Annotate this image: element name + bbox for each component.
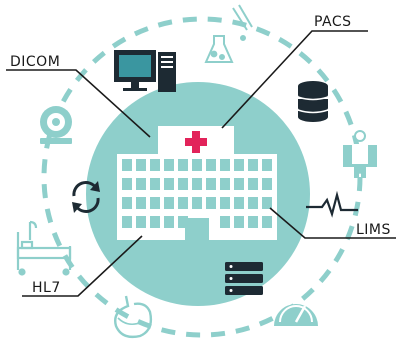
hospital-window: [248, 159, 258, 171]
hospital-window: [178, 159, 188, 171]
hospital-window: [150, 178, 160, 190]
pacs-label: PACS: [314, 14, 352, 30]
ecg-pulse-icon: [306, 190, 358, 218]
hospital-window: [122, 178, 132, 190]
hospital-window: [178, 216, 188, 228]
hl7-label: HL7: [32, 280, 61, 296]
hospital-window: [206, 197, 216, 209]
hospital-window: [164, 178, 174, 190]
hospital-window: [122, 216, 132, 228]
hospital-window: [178, 178, 188, 190]
pacs-leader-line: [221, 30, 368, 129]
hospital-window: [220, 216, 230, 228]
hl7-leader-line: [22, 235, 143, 297]
lims-label: LIMS: [356, 222, 391, 238]
hospital-window: [234, 197, 244, 209]
sync-icon: [72, 181, 100, 213]
hospital-window: [206, 178, 216, 190]
hospital-window: [234, 216, 244, 228]
scanner-icon: [40, 106, 72, 144]
hospital-window: [150, 216, 160, 228]
hospital-window: [220, 197, 230, 209]
hospital-building: [117, 126, 277, 240]
gauge-icon: [274, 304, 318, 326]
hospital-window: [192, 159, 202, 171]
red-cross-icon: [185, 131, 207, 153]
hospital-window: [136, 178, 146, 190]
hospital-window: [220, 159, 230, 171]
hospital-window: [248, 216, 258, 228]
lab-flask-icon: [204, 4, 253, 63]
hospital-window: [262, 216, 272, 228]
hospital-window: [220, 178, 230, 190]
hospital-window: [234, 178, 244, 190]
hospital-window: [150, 197, 160, 209]
hospital-window: [136, 216, 146, 228]
hospital-window: [248, 197, 258, 209]
hospital-window: [262, 159, 272, 171]
hospital-window: [164, 159, 174, 171]
database-icon: [297, 81, 329, 122]
hospital-window: [262, 197, 272, 209]
window-grid: [122, 159, 272, 228]
hospital-window: [262, 178, 272, 190]
hospital-window: [136, 197, 146, 209]
hospital-window: [192, 197, 202, 209]
hospital-bed-icon: [16, 220, 72, 276]
server-rack-icon: [225, 262, 263, 295]
hospital-window: [164, 197, 174, 209]
hospital-window: [192, 178, 202, 190]
dicom-leader-line: [6, 69, 151, 138]
hospital-window: [206, 159, 216, 171]
computer-icon: [114, 50, 176, 92]
hospital-window: [164, 216, 174, 228]
hospital-window: [178, 197, 188, 209]
hospital-window: [122, 159, 132, 171]
hospital-window: [248, 178, 258, 190]
xray-person-icon: [343, 130, 377, 178]
hospital-window: [122, 197, 132, 209]
stomach-icon: [114, 295, 153, 339]
hospital-window: [234, 159, 244, 171]
hospital-window: [136, 159, 146, 171]
dicom-label: DICOM: [10, 54, 60, 70]
hospital-window: [150, 159, 160, 171]
dashed-orbit: [41, 16, 363, 338]
hospital-door: [185, 218, 209, 240]
lims-leader-line: [269, 207, 396, 239]
